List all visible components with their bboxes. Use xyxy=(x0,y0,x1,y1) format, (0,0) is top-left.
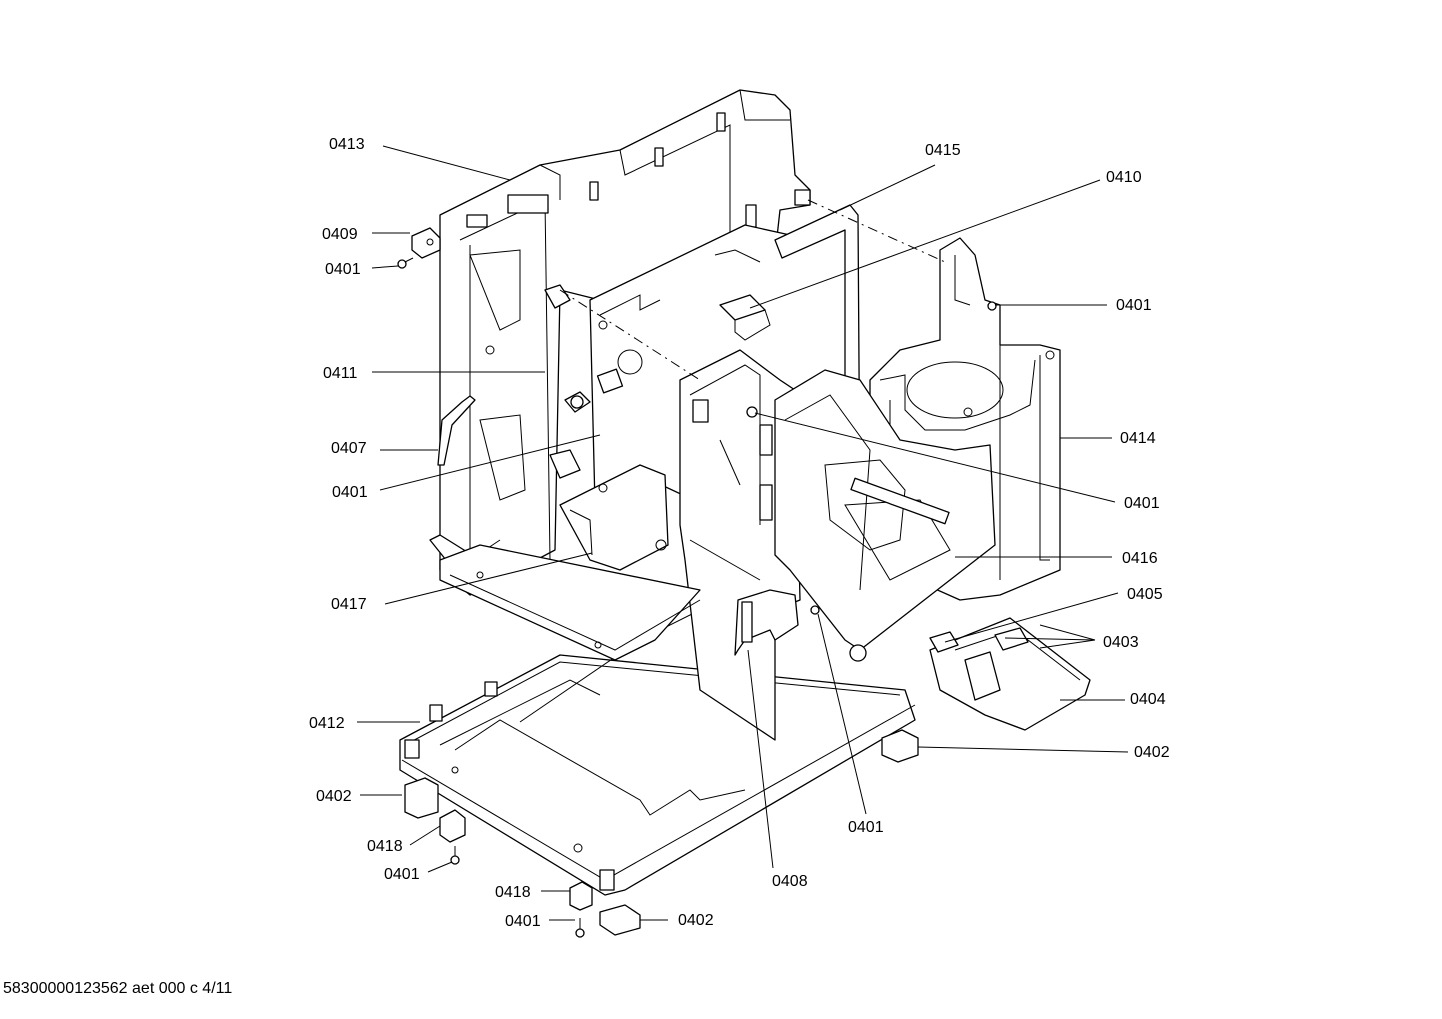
foot-part-0402-left xyxy=(404,777,439,819)
callout-label: 0409 xyxy=(322,226,358,243)
callout-label: 0407 xyxy=(331,440,367,457)
screw-part-0401-front xyxy=(810,605,820,615)
screw-part-0401-right xyxy=(987,301,997,311)
callout-label: 0412 xyxy=(309,715,345,732)
callout-label: 0417 xyxy=(331,596,367,613)
leader-lines xyxy=(357,145,1129,921)
callout-label: 0402 xyxy=(1134,744,1170,761)
callout-label: 0414 xyxy=(1120,430,1156,447)
callout-label: 0413 xyxy=(329,136,365,153)
screw-part-0401-bottom-left xyxy=(450,846,460,865)
long-base-tray xyxy=(439,544,701,661)
callout-label: 0410 xyxy=(1106,169,1142,186)
callout-label: 0401 xyxy=(1116,297,1152,314)
flange-tray-part-0416 xyxy=(774,369,996,662)
center-chassis-plate xyxy=(679,349,801,741)
connectors-part-0403 xyxy=(929,627,1029,653)
screw-part-0401-mid xyxy=(746,406,758,418)
foot-part-0402-bottom xyxy=(599,904,641,936)
clip-part-0418-left xyxy=(439,809,466,843)
clip-part-0418-bottom xyxy=(569,881,593,911)
callout-label: 0401 xyxy=(505,913,541,930)
callout-label: 0402 xyxy=(316,788,352,805)
plug-part-0409 xyxy=(411,227,441,259)
callout-label: 0405 xyxy=(1127,586,1163,603)
document-id-footer: 58300000123562 aet 000 c 4/11 xyxy=(3,980,233,997)
callout-label: 0418 xyxy=(367,838,403,855)
callout-label: 0408 xyxy=(772,873,808,890)
callout-label: 0411 xyxy=(323,365,358,382)
callout-label: 0401 xyxy=(332,484,368,501)
small-connector-part-0410 xyxy=(719,294,771,341)
screw-part-0401-top-left xyxy=(397,257,414,269)
lower-left-bracket-part-0417 xyxy=(559,464,669,571)
callout-label: 0403 xyxy=(1103,634,1139,651)
callout-label: 0401 xyxy=(1124,495,1160,512)
tube-part-0407 xyxy=(437,395,476,466)
callout-label: 0415 xyxy=(925,142,961,159)
assembly-axis-line-left xyxy=(559,289,701,381)
callout-label: 0401 xyxy=(325,261,361,278)
callout-label: 0401 xyxy=(384,866,420,883)
callout-label: 0401 xyxy=(848,819,884,836)
base-frame-part-0412 xyxy=(399,599,916,896)
microswitch-part-0408 xyxy=(734,589,799,656)
callout-label: 0404 xyxy=(1130,691,1166,708)
foot-part-0402-right xyxy=(881,729,919,763)
callout-labels: 0413 0409 0401 0411 0407 0401 0417 0412 … xyxy=(309,136,1170,930)
callout-label: 0402 xyxy=(678,912,714,929)
assembly-axis-line xyxy=(807,199,946,263)
screw-part-0401-bottom xyxy=(575,918,585,938)
callout-label: 0418 xyxy=(495,884,531,901)
callout-label: 0416 xyxy=(1122,550,1158,567)
